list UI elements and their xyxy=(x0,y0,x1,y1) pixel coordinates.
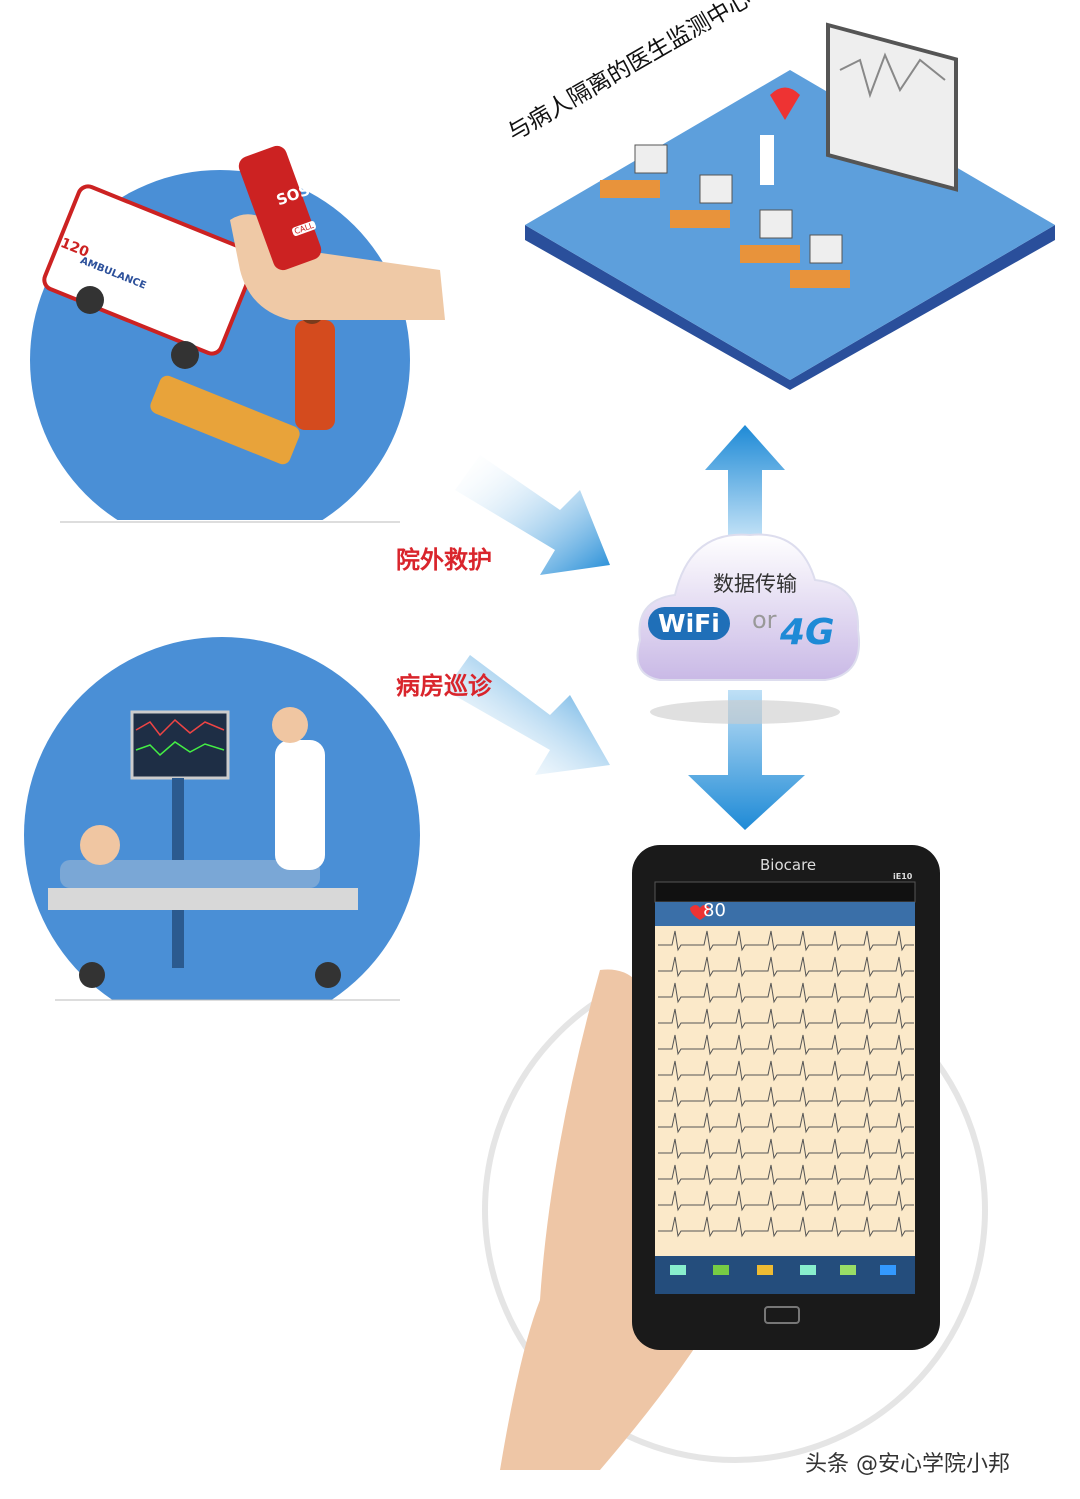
watermark: 头条 @安心学院小邦 xyxy=(805,1452,1010,1477)
ecg-trace xyxy=(658,1060,914,1082)
ecg-trace xyxy=(658,1112,914,1134)
arrow-up xyxy=(705,425,785,535)
scene-label-outside: 院外救护 xyxy=(396,546,492,574)
ambulance-scene xyxy=(30,145,445,520)
tablet-brand: Biocare xyxy=(760,856,817,874)
tablet-toolbar xyxy=(655,1256,915,1294)
4g-logo: 4G xyxy=(780,612,835,653)
heart-icon xyxy=(690,905,710,920)
ecg-trace xyxy=(658,1190,914,1212)
ecg-grid xyxy=(655,926,915,1256)
cloud-title: 数据传输 xyxy=(713,572,797,596)
ecg-traces xyxy=(658,930,914,1238)
home-button[interactable] xyxy=(764,1306,800,1324)
scene-label-ward: 病房巡诊 xyxy=(396,672,492,700)
heart-rate-value: 80 xyxy=(703,900,726,921)
ecg-trace xyxy=(658,1086,914,1108)
ecg-trace xyxy=(658,1164,914,1186)
toolbar-icons[interactable] xyxy=(670,1265,896,1275)
wifi-logo: WiFi xyxy=(648,607,730,640)
ecg-trace xyxy=(658,956,914,978)
ecg-trace xyxy=(658,1034,914,1056)
ecg-trace xyxy=(658,1008,914,1030)
arrow-right-upper xyxy=(455,455,610,575)
or-text: or xyxy=(752,606,777,634)
ecg-trace xyxy=(658,930,914,952)
monitoring-center-platform xyxy=(525,22,1055,390)
cloud-icon xyxy=(636,533,860,681)
tablet-model: iE10 xyxy=(893,872,913,881)
ecg-trace xyxy=(658,1216,914,1238)
ecg-trace xyxy=(658,1138,914,1160)
ward-scene xyxy=(24,637,420,1000)
ecg-trace xyxy=(658,982,914,1004)
arrow-down xyxy=(688,690,805,830)
arrow-right-lower xyxy=(445,655,610,775)
